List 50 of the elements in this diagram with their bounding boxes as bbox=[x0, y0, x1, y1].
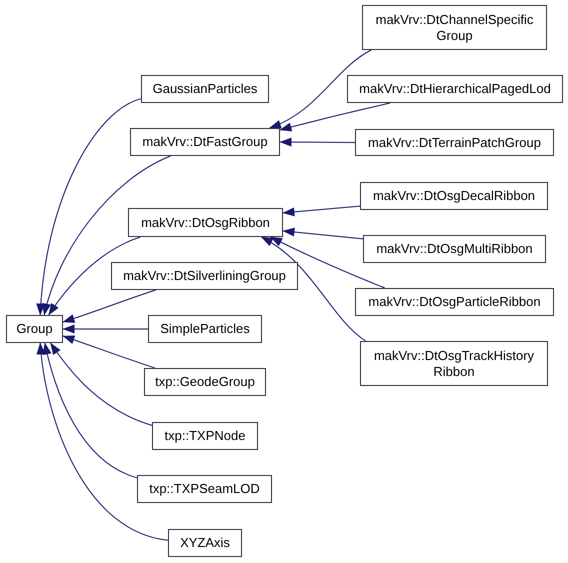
class-name: makVrv::DtFastGroup bbox=[142, 134, 268, 150]
class-name: txp::GeodeGroup bbox=[155, 374, 255, 390]
class-box bbox=[360, 182, 548, 210]
class-box bbox=[144, 368, 266, 396]
class-box bbox=[355, 288, 554, 316]
class-name: XYZAxis bbox=[180, 535, 230, 551]
class-name: makVrv::DtHierarchicalPagedLod bbox=[359, 81, 551, 97]
inheritance-arrow bbox=[62, 324, 148, 334]
inheritance-arrow bbox=[260, 236, 366, 342]
inheritance-arrow bbox=[36, 342, 168, 541]
class-name: makVrv::DtOsgRibbon bbox=[141, 214, 270, 230]
inheritance-arrow bbox=[280, 102, 391, 132]
inheritance-arrow bbox=[48, 236, 141, 316]
class-box bbox=[347, 75, 563, 103]
class-box bbox=[152, 422, 258, 450]
class-name: txp::TXPSeamLOD bbox=[149, 481, 260, 497]
class-box bbox=[6, 315, 63, 343]
class-name: makVrv::DtTerrainPatchGroup bbox=[368, 134, 541, 150]
inheritance-arrow bbox=[269, 50, 372, 128]
inheritance-arrow bbox=[280, 138, 356, 147]
class-name: Group bbox=[16, 321, 53, 337]
class-box bbox=[148, 315, 262, 343]
class-box bbox=[362, 5, 547, 50]
class-name: makVrv::DtSilverliningGroup bbox=[123, 268, 286, 284]
inheritance-arrow bbox=[270, 236, 386, 288]
class-name: makVrv::DtOsgTrackHistory Ribbon bbox=[372, 348, 536, 380]
inheritance-arrow bbox=[50, 342, 152, 426]
inheritance-arrow bbox=[36, 98, 142, 316]
class-box bbox=[168, 529, 242, 557]
inheritance-arrow bbox=[282, 228, 364, 240]
class-box bbox=[128, 208, 283, 237]
inheritance-arrow bbox=[62, 336, 156, 368]
class-name: GaussianParticles bbox=[152, 81, 258, 97]
class-name: makVrv::DtOsgMultiRibbon bbox=[376, 241, 533, 257]
inheritance-arrow bbox=[42, 156, 171, 316]
class-name: makVrv::DtOsgParticleRibbon bbox=[368, 294, 541, 310]
inheritance-arrow bbox=[62, 290, 156, 323]
inheritance-arrow bbox=[42, 342, 138, 478]
class-box bbox=[141, 75, 269, 103]
class-box bbox=[111, 262, 298, 290]
class-box bbox=[355, 129, 554, 156]
class-name: makVrv::DtChannelSpecific Group bbox=[374, 12, 534, 44]
class-name: txp::TXPNode bbox=[164, 428, 246, 444]
class-name: makVrv::DtOsgDecalRibbon bbox=[372, 188, 536, 204]
class-box bbox=[130, 128, 280, 156]
class-box bbox=[137, 475, 272, 503]
class-name: SimpleParticles bbox=[160, 321, 250, 337]
class-box bbox=[363, 235, 546, 263]
inheritance-arrow bbox=[282, 206, 360, 216]
class-box bbox=[360, 341, 548, 386]
